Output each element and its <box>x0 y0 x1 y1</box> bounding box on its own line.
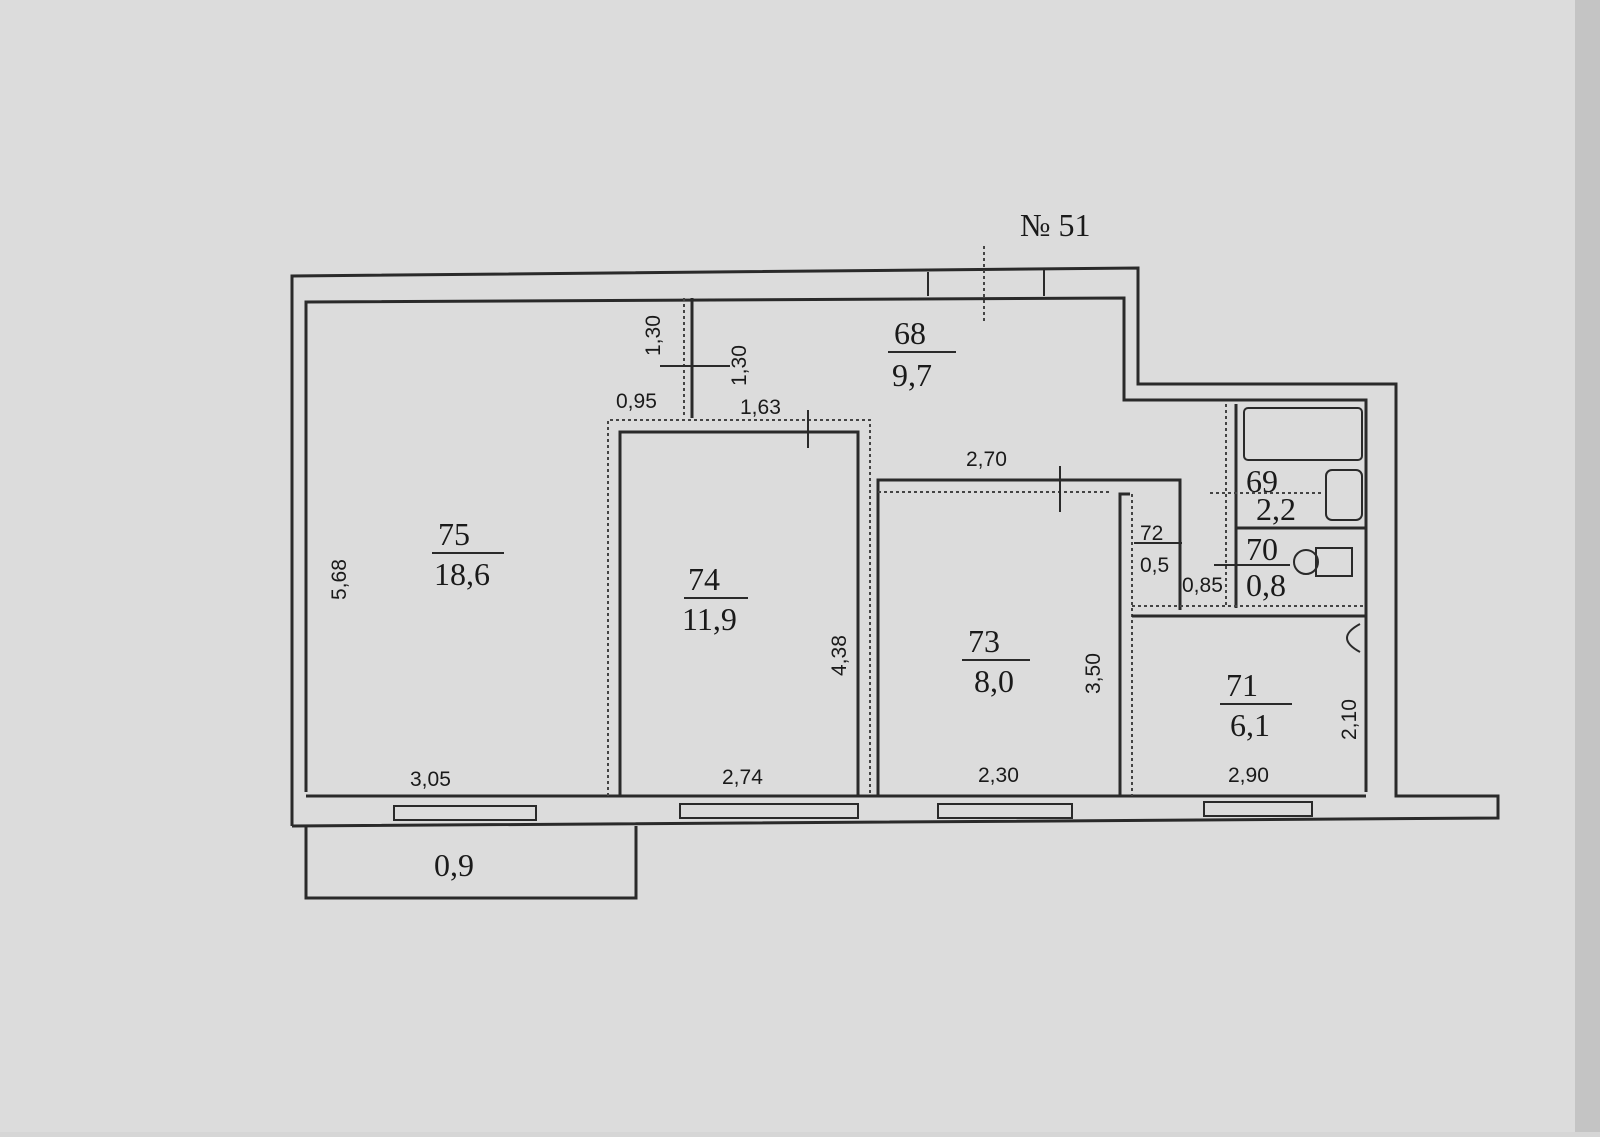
plan-line <box>876 478 1182 796</box>
plan-line <box>1203 801 1313 817</box>
toilet-tank-icon <box>1315 547 1353 577</box>
dimension-label: 2,74 <box>722 766 763 789</box>
room-id: 72 <box>1140 522 1163 545</box>
dimension-label: 1,30 <box>728 345 751 386</box>
dimension-labels: 5,68 1,30 1,30 0,95 1,63 2,70 4,38 3,50 … <box>328 315 1361 791</box>
dimension-label: 3,50 <box>1082 653 1105 694</box>
room-area: 18,6 <box>434 556 490 592</box>
dimension-label: 4,38 <box>828 635 851 676</box>
room-id: 74 <box>688 561 720 597</box>
bathtub-icon <box>1243 407 1363 461</box>
plan-line <box>304 826 638 900</box>
walls <box>290 246 1500 900</box>
sink-icon <box>1325 469 1363 521</box>
room-area: 0,5 <box>1140 554 1169 577</box>
plan-line <box>393 805 537 821</box>
apartment-number: № 51 <box>1020 207 1091 243</box>
dimension-label: 1,63 <box>740 396 781 419</box>
dimension-label: 2,30 <box>978 764 1019 787</box>
dimension-label: 3,05 <box>410 768 451 791</box>
room-area: 6,1 <box>1230 707 1270 743</box>
room-id: 71 <box>1226 667 1258 703</box>
room-area: 9,7 <box>892 357 932 393</box>
room-area: 2,2 <box>1256 491 1296 527</box>
plan-line <box>618 430 860 796</box>
room-area: 11,9 <box>682 601 737 637</box>
dimension-label: 2,10 <box>1338 699 1361 740</box>
plan-line <box>1118 492 1130 796</box>
plan-line <box>937 803 1073 819</box>
room-id: 68 <box>894 315 926 351</box>
plan-line <box>290 266 1500 828</box>
dimension-label: 1,30 <box>642 315 665 356</box>
balcony-area: 0,9 <box>434 847 474 883</box>
room-id: 75 <box>438 516 470 552</box>
dimension-label: 2,90 <box>1228 764 1269 787</box>
room-id: 70 <box>1246 531 1278 567</box>
room-labels: 75 18,6 74 11,9 73 8,0 68 9,7 69 2,2 70 … <box>432 315 1322 883</box>
dimension-label: 0,95 <box>616 390 657 413</box>
windows <box>393 801 1313 821</box>
plan-line <box>304 296 1368 792</box>
plan-line <box>679 803 859 819</box>
room-area: 8,0 <box>974 663 1014 699</box>
dimension-label: 5,68 <box>328 559 351 600</box>
paper-edge <box>1575 0 1600 1132</box>
kitchen-sink-icon <box>1346 623 1361 653</box>
dimension-label: 0,85 <box>1182 574 1223 597</box>
room-id: 73 <box>968 623 1000 659</box>
room-area: 0,8 <box>1246 567 1286 603</box>
toilet-icon <box>1293 549 1319 575</box>
dimension-label: 2,70 <box>966 448 1007 471</box>
plan-line <box>607 419 871 796</box>
